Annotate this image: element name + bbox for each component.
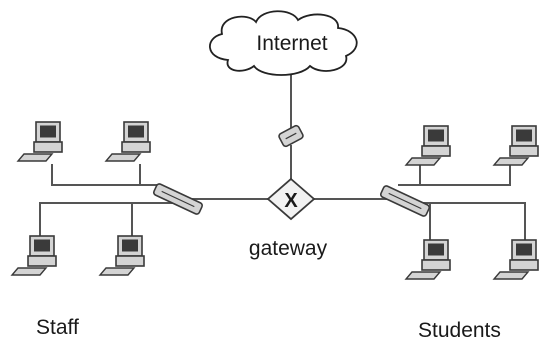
desktop-computer-icon <box>17 121 63 162</box>
internet-cloud: Internet <box>209 10 358 76</box>
students-label: Students <box>418 319 501 341</box>
router-icon <box>278 124 304 148</box>
desktop-computer-icon <box>11 235 57 276</box>
hub-icon <box>379 185 431 217</box>
desktop-computer-icon <box>405 239 451 280</box>
desktop-computer-icon <box>99 235 145 276</box>
desktop-computer-icon <box>493 239 539 280</box>
desktop-computer-icon <box>405 125 451 166</box>
cloud-icon <box>209 10 358 76</box>
staff-computers <box>11 121 151 276</box>
desktop-computer-icon <box>105 121 151 162</box>
gateway-symbol: X <box>284 190 298 212</box>
gateway-label: gateway <box>249 237 328 260</box>
hub-icon <box>152 183 204 215</box>
desktop-computer-icon <box>493 125 539 166</box>
staff-label: Staff <box>36 316 79 339</box>
internet-label: Internet <box>256 32 327 55</box>
gateway-icon: X <box>266 177 316 221</box>
connection-lines <box>39 70 526 248</box>
